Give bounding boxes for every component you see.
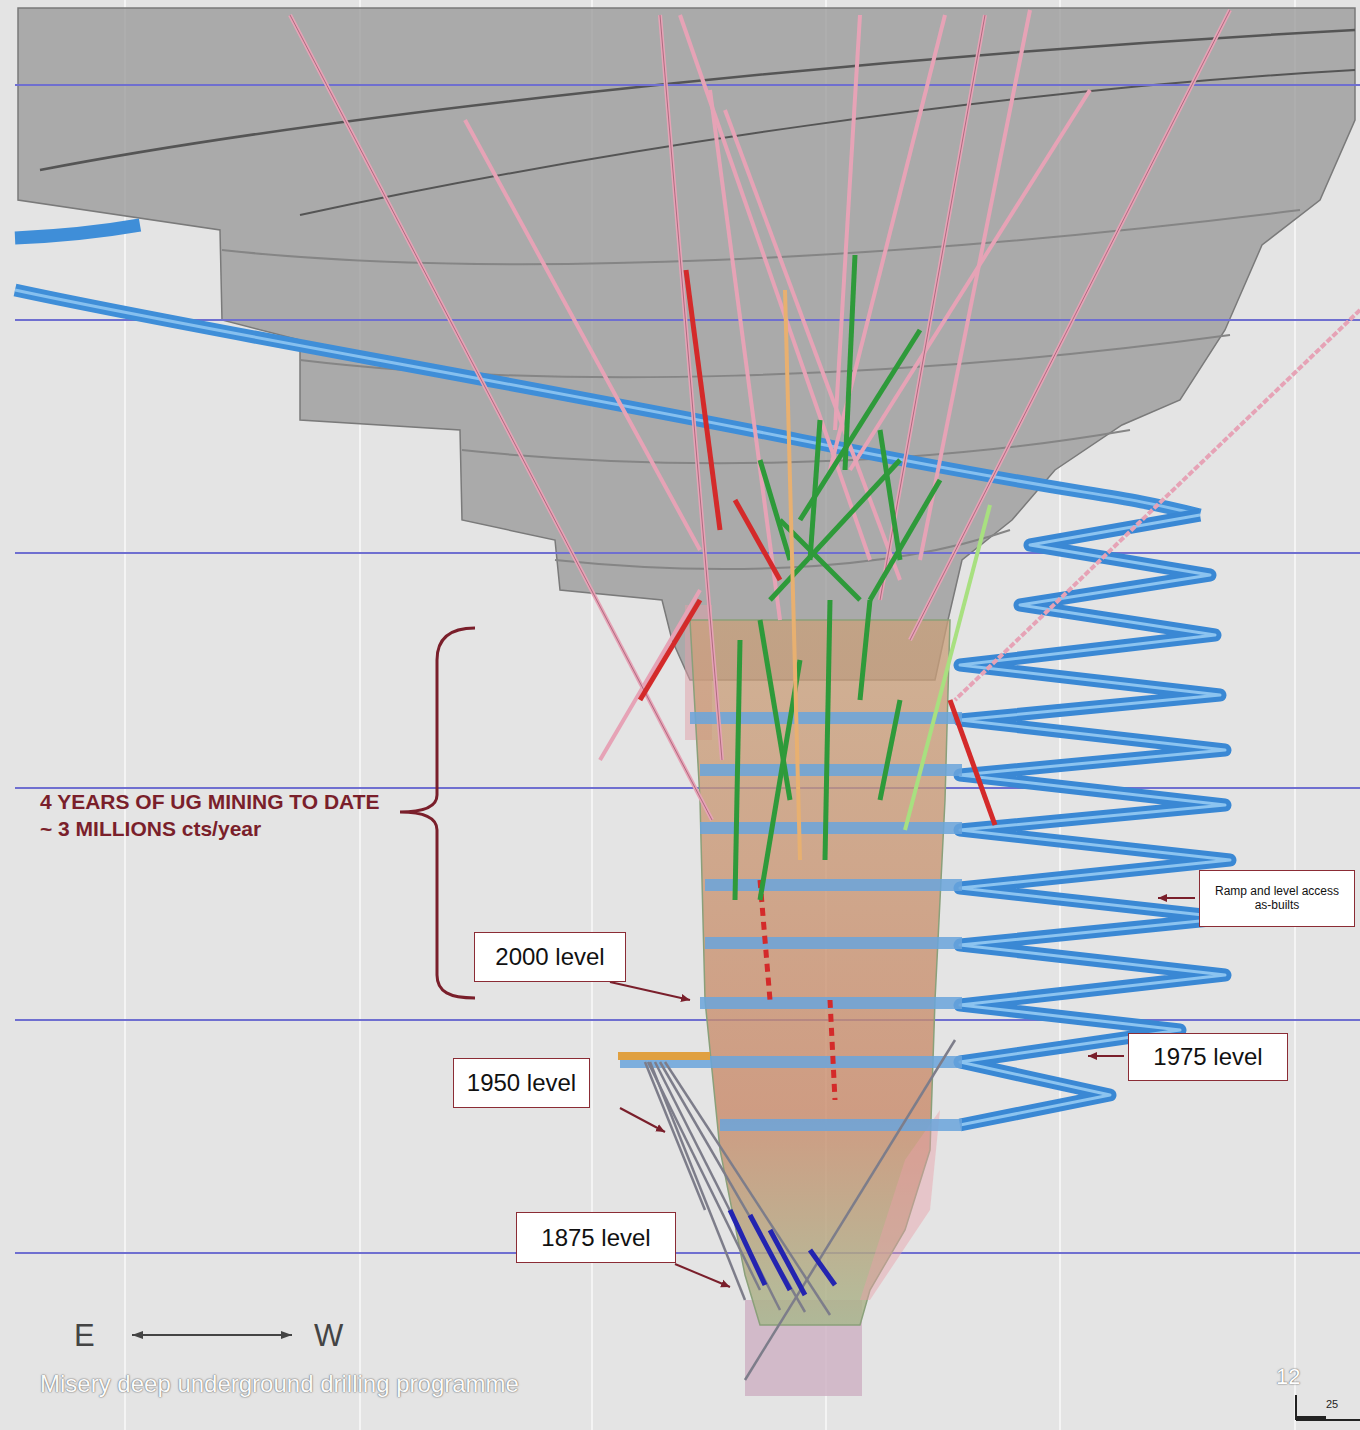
page-number: 12 xyxy=(1276,1363,1300,1392)
box-text: 1975 level xyxy=(1153,1043,1262,1071)
level-label: 2000 level xyxy=(474,932,626,982)
level-label: 1875 level xyxy=(516,1212,676,1263)
leader-arrow xyxy=(610,898,1195,1287)
drill-hole xyxy=(785,290,800,860)
drill-cuddy xyxy=(618,1052,710,1060)
drill-hole-trace xyxy=(290,10,1230,820)
direction-label: W xyxy=(314,1316,343,1356)
box-text: 1875 level xyxy=(541,1224,650,1252)
box-text: 2000 level xyxy=(495,943,604,971)
direction-arrow xyxy=(132,1334,292,1336)
drill-interval xyxy=(735,255,940,900)
pit-benches xyxy=(222,210,1300,569)
scale-bar xyxy=(1296,1395,1360,1420)
direction-label: E xyxy=(74,1316,95,1356)
drill-interval xyxy=(640,270,995,1100)
box-text: Ramp and level access as-builts xyxy=(1206,885,1348,913)
level-access xyxy=(620,718,962,1125)
annotation: 4 YEARS OF UG MINING TO DATE ~ 3 MILLION… xyxy=(40,788,390,843)
elevation-line xyxy=(15,85,1360,1253)
drill-hole xyxy=(905,505,990,830)
level-label: 1975 level xyxy=(1128,1033,1288,1081)
box-text: 1950 level xyxy=(467,1069,576,1097)
level-label: 1950 level xyxy=(453,1058,590,1108)
bracket xyxy=(400,628,475,998)
pit-road xyxy=(300,70,1355,215)
drill-interval xyxy=(730,1210,835,1295)
caption: Misery deep underground drilling program… xyxy=(40,1368,519,1399)
scale-value: 25 xyxy=(1326,1397,1338,1411)
deep-drill-fan xyxy=(645,1040,955,1380)
ramp xyxy=(15,225,1200,515)
pipe-halo xyxy=(860,1110,940,1300)
drill-holes xyxy=(290,10,1360,820)
kimberlite-pipe xyxy=(690,620,950,1325)
scale-bar xyxy=(1296,1416,1326,1421)
callout-box: Ramp and level access as-builts xyxy=(1199,870,1355,927)
